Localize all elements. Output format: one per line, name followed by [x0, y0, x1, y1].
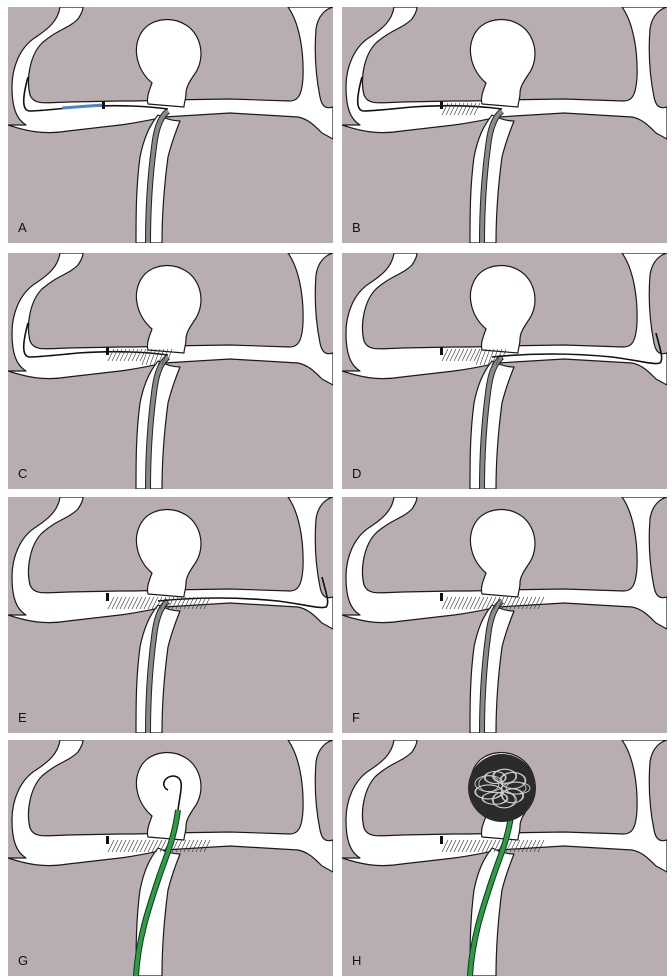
stent-marker: [440, 347, 443, 355]
stent-marker: [440, 836, 443, 844]
panel-label-b: B: [352, 220, 361, 235]
panel-label-f: F: [352, 710, 360, 725]
vessel-illustration-d: [342, 253, 667, 489]
panel-label-e: E: [18, 710, 27, 725]
panel-h: H: [342, 740, 667, 976]
stent-marker: [440, 101, 443, 109]
panel-e: E: [8, 497, 333, 733]
stent-marker: [106, 593, 109, 601]
panel-a: A: [8, 7, 333, 243]
panel-c: C: [8, 253, 333, 489]
vessel-illustration-a: [8, 7, 333, 243]
vessel-illustration-h: [342, 740, 667, 976]
coil-mass: [468, 754, 536, 822]
stent-marker: [106, 347, 109, 355]
vessel-illustration-c: [8, 253, 333, 489]
panel-g: G: [8, 740, 333, 976]
marker: [102, 101, 105, 109]
panel-label-g: G: [18, 953, 28, 968]
panel-label-a: A: [18, 220, 27, 235]
stent-marker: [106, 836, 109, 844]
panel-label-c: C: [18, 466, 27, 481]
vessel-illustration-b: [342, 7, 667, 243]
panel-f: F: [342, 497, 667, 733]
panel-label-d: D: [352, 466, 361, 481]
panel-label-h: H: [352, 953, 361, 968]
panel-d: D: [342, 253, 667, 489]
panel-b: B: [342, 7, 667, 243]
vessel-illustration-f: [342, 497, 667, 733]
vessel-illustration-e: [8, 497, 333, 733]
vessel-illustration-g: [8, 740, 333, 976]
stent-marker: [440, 593, 443, 601]
